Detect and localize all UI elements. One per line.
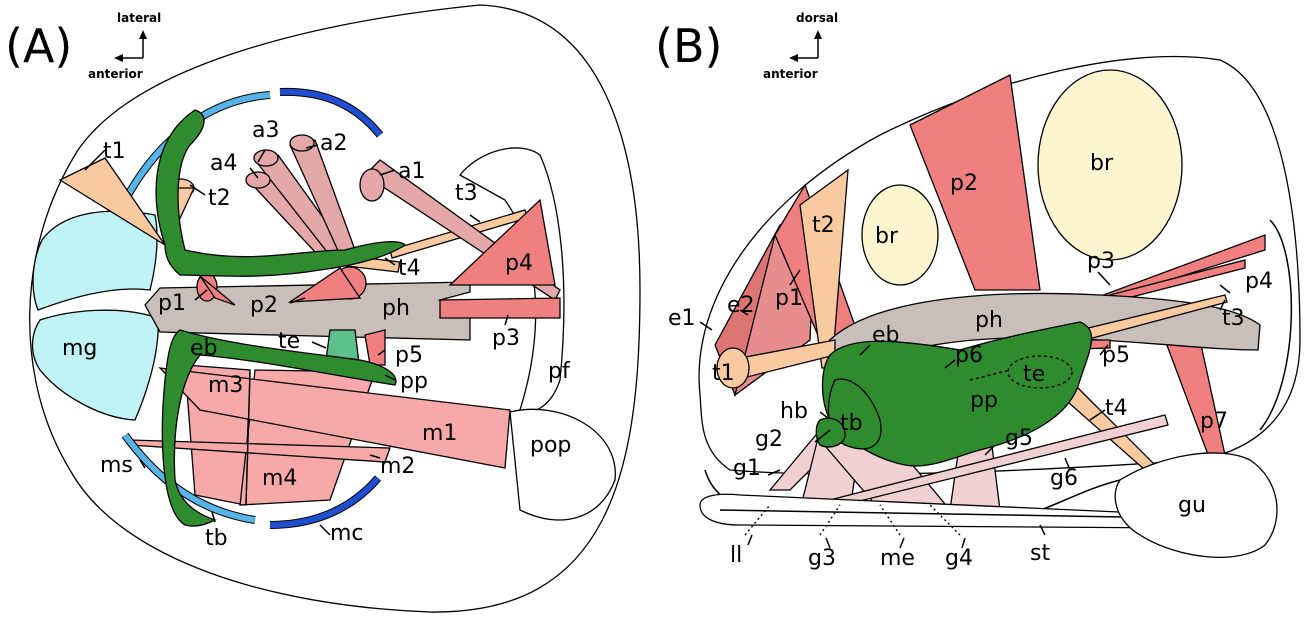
- label-eb-b: eb: [872, 323, 900, 348]
- label-p5-b: p5: [1102, 343, 1130, 368]
- a4-top: [245, 171, 271, 189]
- mg-lower: [31, 309, 159, 421]
- t1-cone: [58, 157, 166, 246]
- label-gu: gu: [1178, 493, 1206, 518]
- label-t4-a: t4: [398, 256, 421, 281]
- label-t2-a: t2: [208, 186, 231, 211]
- label-me: me: [880, 546, 915, 571]
- label-t1-b: t1: [712, 361, 735, 386]
- label-ll: ll: [730, 543, 742, 568]
- label-pp-a: pp: [400, 369, 428, 394]
- panel-b-letter: (B): [655, 19, 722, 73]
- label-a1: a1: [398, 159, 425, 184]
- br-small: [861, 184, 939, 286]
- label-st: st: [1030, 541, 1050, 566]
- label-pp-b: pp: [970, 388, 998, 413]
- label-t2-b: t2: [812, 213, 835, 238]
- label-t3-b: t3: [1222, 306, 1245, 331]
- label-g6: g6: [1050, 466, 1078, 491]
- label-m4: m4: [262, 466, 297, 491]
- m1-muscle: [158, 367, 511, 469]
- label-pf: pf: [548, 359, 571, 384]
- label-mc: mc: [330, 521, 364, 546]
- label-tb-a: tb: [205, 526, 228, 551]
- axis-anterior-a: anterior: [88, 67, 143, 81]
- axis-dorsal: dorsal: [796, 11, 838, 25]
- label-p1-a: p1: [158, 291, 186, 316]
- label-g3: g3: [808, 546, 836, 571]
- label-m1: m1: [422, 421, 457, 446]
- label-a3: a3: [252, 118, 279, 143]
- label-eb-a: eb: [190, 336, 218, 361]
- label-pop: pop: [530, 433, 571, 458]
- label-t3-a: t3: [455, 181, 478, 206]
- label-m3: m3: [208, 373, 243, 398]
- p2-cone: [287, 267, 362, 303]
- label-t1-a: t1: [103, 139, 126, 164]
- panel-a: (A) lateral anterior t1 t2 a3 a2 a4 a1 t…: [5, 4, 641, 613]
- label-t4-b: t4: [1105, 396, 1128, 421]
- label-g1: g1: [733, 456, 761, 481]
- eb-green-lower: [161, 329, 397, 527]
- label-ph-b: ph: [975, 308, 1003, 333]
- label-g5: g5: [1005, 426, 1033, 451]
- panel-b: (B) dorsal anterior e1 e2 p1 t2 br p2 br…: [655, 11, 1301, 571]
- p5-muscle: [364, 329, 386, 366]
- label-p4-a: p4: [505, 251, 533, 276]
- label-p4-b: p4: [1245, 269, 1273, 294]
- label-te-a: te: [278, 329, 300, 354]
- label-p3-b: p3: [1087, 249, 1115, 274]
- label-te-b: te: [1023, 362, 1045, 387]
- panel-a-letter: (A): [5, 19, 72, 73]
- mg-upper: [32, 210, 158, 311]
- label-p1-b: p1: [775, 286, 803, 311]
- eb-green-upper: [155, 109, 407, 277]
- label-p5-a: p5: [395, 343, 423, 368]
- label-m2: m2: [380, 454, 415, 479]
- te-outline-b: [1007, 355, 1073, 389]
- label-g2: g2: [755, 427, 783, 452]
- axis-anterior-b: anterior: [763, 67, 818, 81]
- gu-region: [1114, 452, 1278, 558]
- label-a4: a4: [210, 151, 237, 176]
- axis-lateral: lateral: [117, 11, 161, 25]
- label-p2-b: p2: [950, 171, 978, 196]
- p4-muscle: [448, 198, 556, 286]
- label-br-small: br: [875, 224, 899, 249]
- label-p7: p7: [1200, 409, 1228, 434]
- p2-muscle-b: [909, 74, 1041, 291]
- p3-muscle: [439, 297, 561, 319]
- br-large: [1037, 69, 1183, 261]
- label-a2: a2: [320, 131, 347, 156]
- label-mg: mg: [62, 336, 97, 361]
- p1-cone: [199, 275, 236, 306]
- a3-top: [253, 149, 279, 167]
- label-hb: hb: [780, 399, 808, 424]
- label-e2: e2: [727, 293, 755, 318]
- a2-top: [289, 134, 315, 152]
- label-g4: g4: [945, 546, 973, 571]
- hb-green: [815, 417, 846, 448]
- label-p6: p6: [955, 343, 983, 368]
- a1-top: [359, 168, 385, 202]
- label-br-large: br: [1090, 151, 1114, 176]
- label-e1: e1: [668, 306, 696, 331]
- label-ms: ms: [100, 453, 133, 478]
- label-tb-b: tb: [840, 411, 863, 436]
- label-p2-a: p2: [250, 293, 278, 318]
- label-ph-a: ph: [382, 296, 410, 321]
- label-p3-a: p3: [492, 326, 520, 351]
- pop-region: [509, 408, 616, 521]
- t1-cone-top-b: [716, 347, 750, 389]
